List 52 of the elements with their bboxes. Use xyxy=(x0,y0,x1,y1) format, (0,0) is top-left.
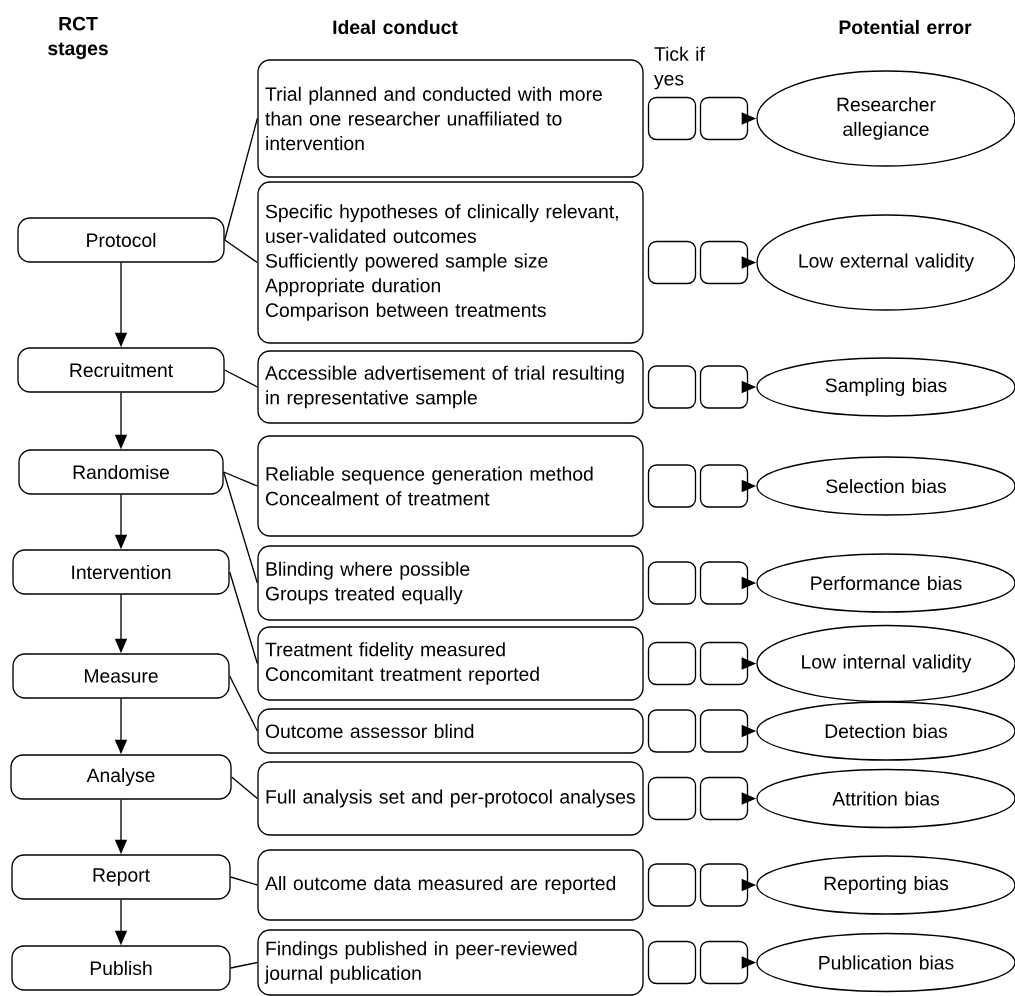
tick-box xyxy=(647,365,697,409)
stage-box: Recruitment xyxy=(17,347,225,393)
stage-box: Intervention xyxy=(12,549,230,595)
connector-line xyxy=(230,876,258,886)
conduct-box: Findings published in peer-reviewed journal publication xyxy=(257,929,644,996)
tick-box xyxy=(699,863,749,907)
conduct-box: All outcome data measured are reported xyxy=(257,849,644,921)
column-heading: RCT stages xyxy=(48,16,108,60)
tick-box xyxy=(647,863,697,907)
stage-box: Protocol xyxy=(17,217,225,263)
column-heading: Ideal conduct xyxy=(333,19,458,35)
tick-box xyxy=(647,240,697,285)
connector-line xyxy=(229,675,258,732)
conduct-box: Full analysis set and per-protocol analyses xyxy=(257,761,644,836)
conduct-box: Blinding where possible Groups treated equally xyxy=(257,545,644,621)
tick-box xyxy=(647,940,697,985)
connector-line xyxy=(229,571,258,665)
stage-box: Randomise xyxy=(18,449,224,495)
stage-box: Analyse xyxy=(10,754,232,800)
conduct-box: Trial planned and conducted with more than one researcher unaffiliated to intervention xyxy=(257,59,644,178)
stage-box: Publish xyxy=(11,945,231,991)
tick-box xyxy=(699,709,749,753)
tick-box xyxy=(699,776,749,821)
tick-box xyxy=(699,940,749,985)
connector-line xyxy=(223,471,258,584)
connector-line xyxy=(224,239,258,264)
tick-box xyxy=(647,96,697,141)
tick-box xyxy=(699,641,749,686)
connector-line xyxy=(231,776,258,800)
tick-box xyxy=(699,240,749,285)
column-heading: Potential error xyxy=(839,19,972,35)
conduct-box: Treatment fidelity measured Concomitant treatment reported xyxy=(257,626,644,701)
conduct-box: Outcome assessor blind xyxy=(257,708,644,754)
tick-box xyxy=(647,776,697,821)
stage-box: Report xyxy=(11,854,231,900)
connector-line xyxy=(223,471,258,487)
tick-box xyxy=(647,641,697,686)
tick-box xyxy=(647,464,697,508)
conduct-box: Reliable sequence generation method Concealment of treatment xyxy=(257,435,644,537)
column-note: Tick if yes xyxy=(654,46,705,90)
tick-box xyxy=(647,709,697,753)
tick-box xyxy=(699,365,749,409)
conduct-box: Specific hypotheses of clinically relevant, user-validated outcomes Sufficiently powered sample size Appropriate duration Comparison between treatments xyxy=(257,181,644,344)
tick-box xyxy=(647,561,697,605)
connector-line xyxy=(224,369,258,388)
connector-line xyxy=(224,117,258,241)
tick-box xyxy=(699,96,749,141)
tick-box xyxy=(699,561,749,605)
tick-box xyxy=(699,464,749,508)
connector-line xyxy=(230,961,258,969)
stage-box: Measure xyxy=(12,653,230,699)
conduct-box: Accessible advertisement of trial resulting in representative sample xyxy=(257,350,644,424)
